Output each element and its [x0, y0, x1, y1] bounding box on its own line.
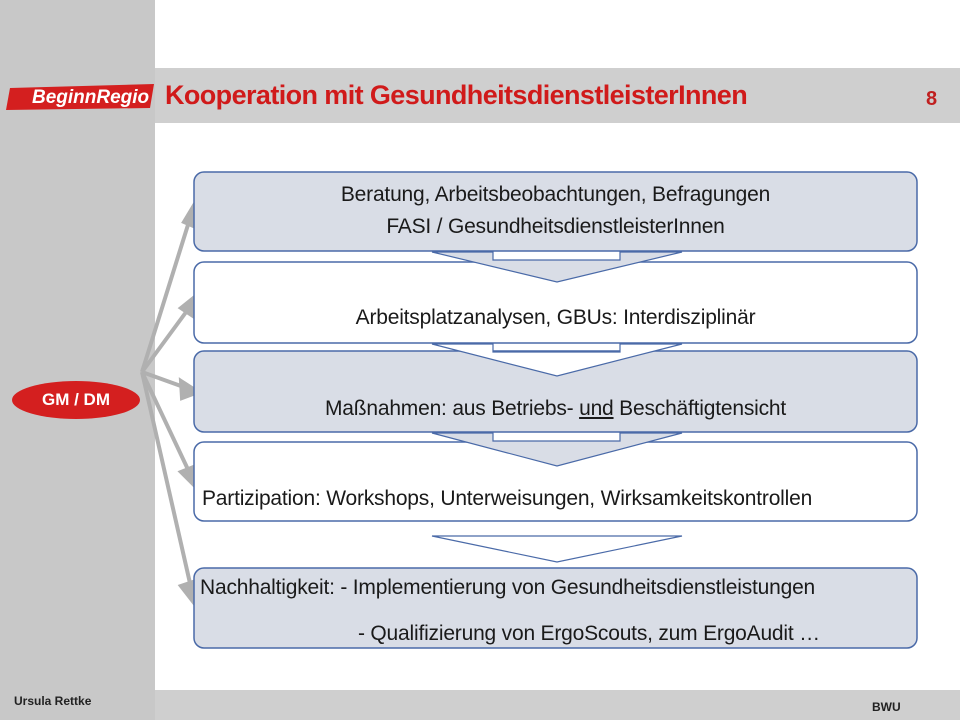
chevron-arrow-2: [431, 343, 683, 377]
page-title: Kooperation mit Gesundheitsdienstleister…: [165, 80, 748, 110]
title-band: [155, 68, 960, 123]
box-3-text: Maßnahmen: aus Betriebs- und Beschäftigt…: [194, 397, 917, 421]
box-1-line-1: Beratung, Arbeitsbeobachtungen, Befragun…: [340, 183, 771, 206]
chevron-arrow-1: [431, 251, 683, 283]
box-1-line-2: FASI / GesundheitsdienstleisterInnen: [386, 215, 725, 238]
page-number: 8: [926, 88, 938, 110]
box-3-text-underlined: und: [579, 397, 614, 420]
box-3-text-after: Beschäftigtensicht: [613, 397, 787, 420]
box-4-text: Partizipation: Workshops, Unterweisungen…: [202, 487, 813, 510]
logo-text: BeginnRegio: [32, 87, 149, 108]
box-2-text: Arbeitsplatzanalysen, GBUs: Interdiszipl…: [355, 306, 756, 329]
process-box-3: [193, 350, 918, 433]
gm-dm-badge: GM / DM: [12, 381, 140, 419]
process-box-1: [193, 171, 918, 252]
box-5-line-1: Nachhaltigkeit: - Implementierung von Ge…: [200, 576, 816, 599]
left-sidebar-band: [0, 0, 155, 720]
chevron-arrow-3: [431, 432, 683, 467]
footer-org: BWU: [872, 700, 901, 714]
beginnregio-logo: BeginnRegio: [6, 84, 154, 110]
process-box-5: [193, 567, 918, 649]
box-3-text-before: Maßnahmen: aus Betriebs-: [324, 397, 580, 420]
chevron-arrow-4: [431, 535, 683, 563]
box-5-line-2: - Qualifizierung von ErgoScouts, zum Erg…: [358, 622, 820, 645]
footer-author: Ursula Rettke: [14, 694, 92, 708]
footer-band: [155, 690, 960, 720]
fan-connectors: [140, 195, 203, 609]
